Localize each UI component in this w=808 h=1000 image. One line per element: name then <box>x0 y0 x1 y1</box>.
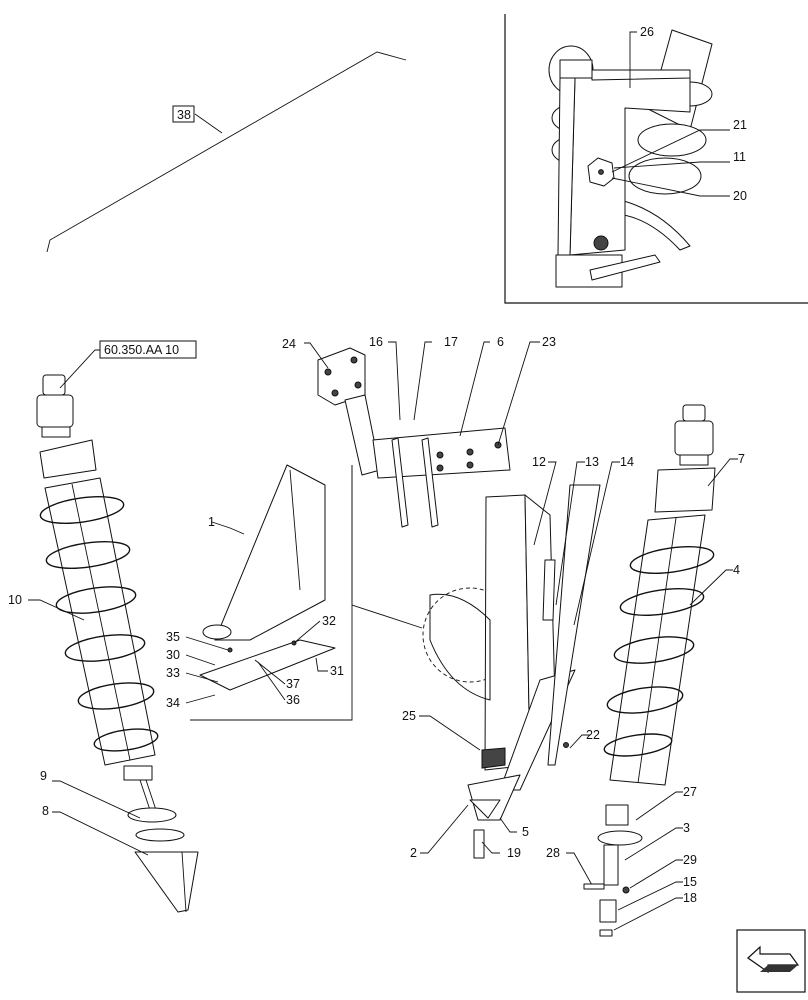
callout-16[interactable]: 16 <box>369 335 383 349</box>
callout-7[interactable]: 7 <box>738 452 745 466</box>
callout-14[interactable]: 14 <box>620 455 634 469</box>
callout-20[interactable]: 20 <box>733 189 747 203</box>
callout-13[interactable]: 13 <box>585 455 599 469</box>
callout-2[interactable]: 2 <box>410 846 417 860</box>
callout-26[interactable]: 26 <box>640 25 654 39</box>
callout-32[interactable]: 32 <box>322 614 336 628</box>
callout-18[interactable]: 18 <box>683 891 697 905</box>
callout-17[interactable]: 17 <box>444 335 458 349</box>
left-auger-assembly: 60.350.AA 10 10 9 8 <box>8 340 199 913</box>
callout-31[interactable]: 31 <box>330 664 344 678</box>
right-auger-assembly: 7 4 27 3 29 15 18 28 <box>546 404 745 937</box>
ref-60[interactable]: 60.350.AA 10 <box>104 343 179 357</box>
callout-35[interactable]: 35 <box>166 630 180 644</box>
callout-19[interactable]: 19 <box>507 846 521 860</box>
callout-28[interactable]: 28 <box>546 846 560 860</box>
callout-33[interactable]: 33 <box>166 666 180 680</box>
inset-view: 26 21 11 20 <box>504 14 808 304</box>
ref-box-38[interactable] <box>172 105 195 123</box>
ref-box-60[interactable] <box>99 340 197 359</box>
callout-15[interactable]: 15 <box>683 875 697 889</box>
part-38-rod: 38 <box>46 51 407 253</box>
callout-8[interactable]: 8 <box>42 804 49 818</box>
callout-11[interactable]: 11 <box>733 150 746 164</box>
inset-frame-plate <box>555 59 691 288</box>
callout-4[interactable]: 4 <box>733 563 740 577</box>
ref-38[interactable]: 38 <box>177 108 191 122</box>
callout-34[interactable]: 34 <box>166 696 180 710</box>
callout-23[interactable]: 23 <box>542 335 556 349</box>
callout-5[interactable]: 5 <box>522 825 529 839</box>
callout-3[interactable]: 3 <box>683 821 690 835</box>
hopper-subview: 1 35 30 33 34 32 31 37 36 <box>166 464 353 721</box>
bracket-plate-group: 24 16 17 6 23 <box>282 335 556 528</box>
callout-30[interactable]: 30 <box>166 648 180 662</box>
callout-27[interactable]: 27 <box>683 785 697 799</box>
callout-10[interactable]: 10 <box>8 593 22 607</box>
callout-29[interactable]: 29 <box>683 853 697 867</box>
callout-22[interactable]: 22 <box>586 728 600 742</box>
callout-21[interactable]: 21 <box>733 118 747 132</box>
callout-9[interactable]: 9 <box>40 769 47 783</box>
main-hopper-frame: 12 13 14 25 22 5 2 19 <box>351 455 634 860</box>
callout-24[interactable]: 24 <box>282 337 296 351</box>
callout-6[interactable]: 6 <box>497 335 504 349</box>
callout-12[interactable]: 12 <box>532 455 546 469</box>
next-page-arrow-icon[interactable] <box>736 929 806 993</box>
callout-1[interactable]: 1 <box>208 515 215 529</box>
callout-25[interactable]: 25 <box>402 709 416 723</box>
callout-37[interactable]: 37 <box>286 677 300 691</box>
callout-36[interactable]: 36 <box>286 693 300 707</box>
